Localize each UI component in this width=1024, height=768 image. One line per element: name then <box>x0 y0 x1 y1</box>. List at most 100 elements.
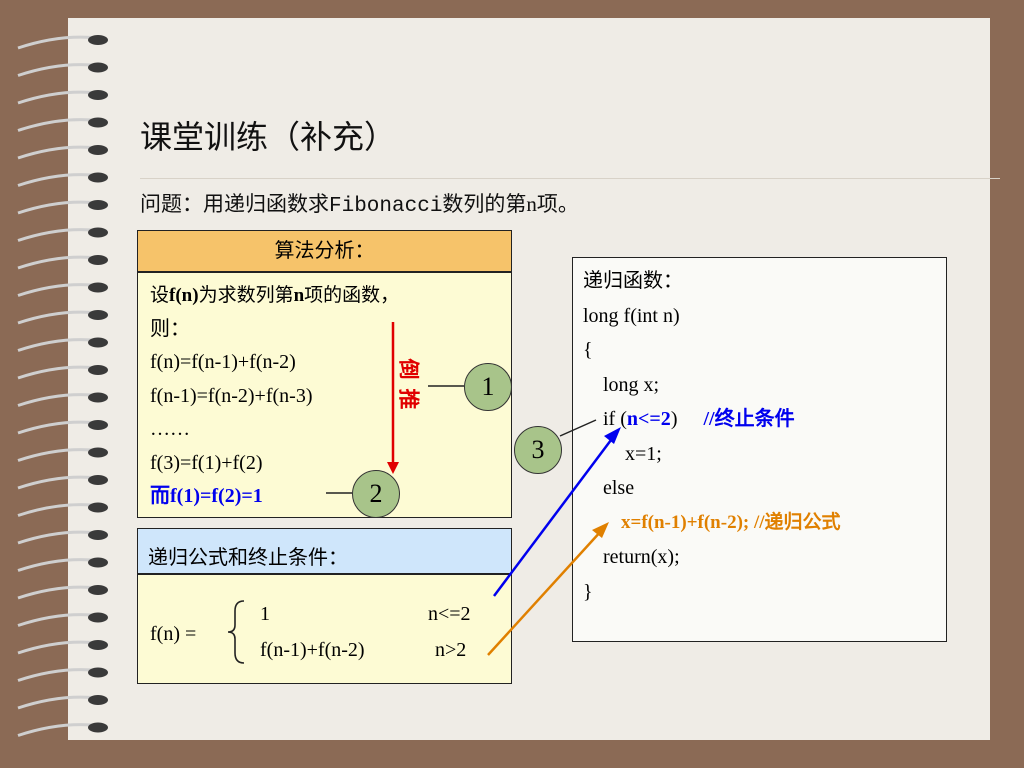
spiral-hole <box>88 612 108 623</box>
question-fibonacci: Fibonacci <box>329 195 443 218</box>
spiral-hole <box>88 310 108 320</box>
recursion-header: 递归公式和终止条件： <box>137 528 512 574</box>
spiral-hole <box>88 695 108 705</box>
algorithm-line-6: f(3)=f(1)+f(2) <box>150 451 263 474</box>
reverse-char-2: 推 <box>396 388 421 410</box>
recursion-body: f(n) = 1 n<=2 f(n-1)+f(n-2) n>2 <box>137 574 512 684</box>
spiral-hole <box>88 585 108 595</box>
spiral-ring <box>17 173 99 187</box>
slide-title: 课堂训练（补充） <box>140 119 397 155</box>
spiral-ring <box>17 503 99 517</box>
spiral-hole <box>88 117 108 128</box>
spiral-ring <box>17 90 99 105</box>
code-line-7: x=f(n-1)+f(n-2); //递归公式 <box>621 511 841 533</box>
spiral-ring <box>17 118 99 132</box>
spiral-binding <box>17 35 108 737</box>
spiral-hole <box>88 502 108 513</box>
algorithm-line-4: f(n-1)=f(n-2)+f(n-3) <box>150 384 313 407</box>
question-label: 问题： <box>140 192 203 216</box>
spiral-ring <box>17 668 99 682</box>
code-box: 递归函数： long f(int n) { long x; if (n<=2) /… <box>572 257 947 642</box>
spiral-hole <box>88 227 108 238</box>
marker-1: 1 <box>464 363 512 411</box>
code-line-5: x=1; <box>625 442 662 465</box>
spiral-hole <box>88 640 108 650</box>
code-header: 递归函数： <box>583 270 683 292</box>
algorithm-line-1: 设f(n)为求数列第n项的函数， <box>150 279 499 313</box>
spiral-hole <box>88 557 108 568</box>
spiral-hole <box>88 172 108 183</box>
spiral-ring <box>17 448 99 462</box>
spiral-hole <box>88 337 108 348</box>
code-if-close: ) <box>670 408 678 430</box>
code-if: if ( <box>603 408 627 430</box>
spiral-hole <box>88 255 108 265</box>
code-stop-comment: //终止条件 <box>703 408 795 430</box>
spiral-ring <box>17 695 99 710</box>
code-condition: n<=2 <box>626 408 671 430</box>
spiral-hole <box>88 475 108 485</box>
spiral-ring <box>17 723 99 737</box>
algorithm-line-2: 则： <box>150 317 190 340</box>
code-line-6: else <box>603 477 635 499</box>
code-line-4: if (n<=2) //终止条件 <box>583 402 936 437</box>
curly-brace-icon <box>227 600 245 664</box>
marker-3: 3 <box>514 426 562 474</box>
spiral-ring <box>17 393 99 407</box>
spiral-hole <box>88 200 108 210</box>
spiral-hole <box>88 90 108 100</box>
spiral-hole <box>88 530 108 540</box>
spiral-hole <box>88 35 108 45</box>
spiral-hole <box>88 722 108 733</box>
spiral-ring <box>17 475 99 490</box>
spiral-hole <box>88 365 108 375</box>
spiral-hole <box>88 282 108 293</box>
algo-l1d: n <box>293 285 305 306</box>
spiral-ring <box>17 585 99 600</box>
algo-l1a: 设 <box>150 285 170 306</box>
code-line-3: long x; <box>603 373 660 396</box>
title-divider <box>140 178 1000 179</box>
spiral-ring <box>17 145 99 160</box>
spiral-ring <box>17 255 99 270</box>
question-prefix: 用递归函数求 <box>203 192 329 216</box>
reverse-label: 倒 推 <box>397 354 421 414</box>
spiral-ring <box>17 530 99 545</box>
case-1-value: 1 <box>260 603 270 625</box>
formula-lhs: f(n) = <box>150 623 197 645</box>
case-1-condition: n<=2 <box>428 603 471 625</box>
algo-l1e: 项的函数， <box>304 285 400 306</box>
spiral-ring <box>17 63 99 77</box>
spiral-hole <box>88 62 108 73</box>
spiral-ring <box>17 613 99 627</box>
spiral-ring <box>17 558 99 572</box>
spiral-ring <box>17 640 99 655</box>
spiral-ring <box>17 228 99 242</box>
spiral-hole <box>88 145 108 155</box>
code-line-8: return(x); <box>603 546 680 568</box>
algo-l1b: f(n) <box>169 285 199 306</box>
marker-2: 2 <box>352 470 400 518</box>
code-line-9: } <box>583 580 593 603</box>
spiral-ring <box>17 310 99 325</box>
algo-l1c: 为求数列第 <box>198 285 294 306</box>
question-text: 问题：用递归函数求Fibonacci数列的第n项。 <box>140 188 579 218</box>
algorithm-line-3: f(n)=f(n-1)+f(n-2) <box>150 351 296 373</box>
spiral-ring <box>17 35 99 50</box>
spiral-hole <box>88 420 108 430</box>
spiral-hole <box>88 447 108 458</box>
question-suffix: 数列的第n项。 <box>442 192 579 216</box>
algorithm-line-5: …… <box>150 418 190 440</box>
spiral-ring <box>17 283 99 297</box>
code-line-1: long f(int n) <box>583 304 680 327</box>
code-line-2: { <box>583 339 593 361</box>
spiral-ring <box>17 338 99 352</box>
algorithm-body: 设f(n)为求数列第n项的函数， 则： f(n)=f(n-1)+f(n-2) f… <box>137 272 512 518</box>
algorithm-header: 算法分析： <box>137 230 512 272</box>
spiral-ring <box>17 420 99 435</box>
case-2-value: f(n-1)+f(n-2) <box>260 639 365 661</box>
spiral-ring <box>17 365 99 380</box>
spiral-ring <box>17 200 99 215</box>
case-2-condition: n>2 <box>435 639 467 661</box>
reverse-char-1: 倒 <box>396 358 421 380</box>
